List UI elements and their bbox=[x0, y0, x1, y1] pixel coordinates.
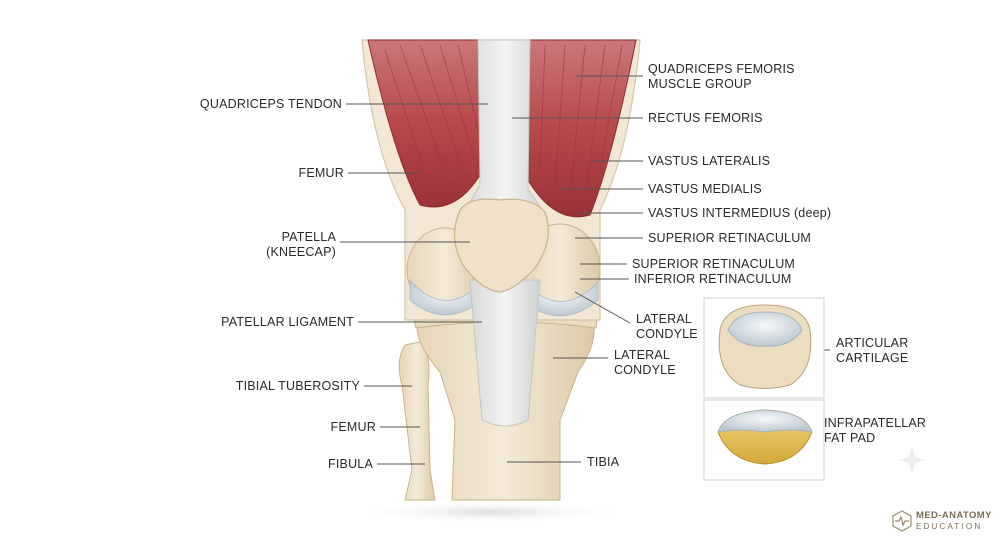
label-quadriceps-group-line1: QUADRICEPS FEMORIS bbox=[648, 62, 795, 76]
label-infrapatellar-fat-pad: INFRAPATELLAR FAT PAD bbox=[824, 416, 926, 446]
label-patella: PATELLA (KNEECAP) bbox=[200, 230, 336, 260]
label-patella-line1: PATELLA bbox=[281, 230, 336, 244]
label-articular-cartilage: ARTICULAR CARTILAGE bbox=[836, 336, 908, 366]
label-lateral-condyle-1: LATERAL CONDYLE bbox=[636, 312, 698, 342]
label-superior-retinaculum-2: SUPERIOR RETINACULUM bbox=[632, 257, 796, 271]
label-rectus-femoris: RECTUS FEMORIS bbox=[648, 111, 763, 125]
label-fat-pad-line1: INFRAPATELLAR bbox=[824, 416, 927, 430]
label-articular-cartilage-line2: CARTILAGE bbox=[836, 351, 909, 365]
label-quadriceps-group-line2: MUSCLE GROUP bbox=[648, 77, 752, 91]
inset-patella-illustration bbox=[718, 304, 812, 389]
heartbeat-hexagon-icon bbox=[892, 510, 912, 532]
muscle-fibers-lateral bbox=[539, 44, 623, 201]
leader-lines bbox=[340, 75, 830, 465]
quadriceps-muscles bbox=[367, 39, 637, 218]
logo-line2: EDUCATION bbox=[916, 522, 983, 531]
label-vastus-intermedius: VASTUS INTERMEDIUS (deep) bbox=[648, 206, 832, 220]
vastus-lateralis-muscle bbox=[527, 39, 637, 218]
ground-shadow bbox=[350, 500, 630, 524]
muscle-fibers-medial bbox=[384, 44, 479, 191]
label-femur-lower: FEMUR bbox=[330, 420, 376, 434]
lateral-condyle-cartilage bbox=[521, 278, 599, 317]
label-fat-pad-line2: FAT PAD bbox=[824, 431, 876, 445]
label-quadriceps-femoris-group: QUADRICEPS FEMORIS MUSCLE GROUP bbox=[648, 62, 795, 92]
label-tibia: TIBIA bbox=[587, 455, 620, 469]
label-quadriceps-tendon: QUADRICEPS TENDON bbox=[199, 97, 342, 111]
label-patellar-ligament: PATELLAR LIGAMENT bbox=[221, 315, 354, 329]
patellar-ligament-shape bbox=[469, 279, 541, 427]
label-vastus-lateralis: VASTUS LATERALIS bbox=[648, 154, 771, 168]
label-lateral-condyle-1-line2: CONDYLE bbox=[636, 327, 698, 341]
label-articular-cartilage-line1: ARTICULAR bbox=[836, 336, 909, 350]
patella-bone bbox=[454, 198, 549, 293]
label-lateral-condyle-2-line2: CONDYLE bbox=[614, 363, 676, 377]
fibula-bone bbox=[398, 341, 436, 501]
label-fibula: FIBULA bbox=[328, 457, 373, 471]
brand-logo: MED-ANATOMY EDUCATION bbox=[892, 508, 992, 538]
vastus-medialis-muscle bbox=[367, 39, 481, 208]
label-inferior-retinaculum: INFERIOR RETINACULUM bbox=[634, 272, 792, 286]
label-superior-retinaculum-1: SUPERIOR RETINACULUM bbox=[648, 231, 812, 245]
logo-line1: MED-ANATOMY bbox=[916, 510, 992, 521]
label-vastus-medialis: VASTUS MEDIALIS bbox=[648, 182, 762, 196]
sparkle-icon bbox=[899, 447, 925, 473]
label-lateral-condyle-1-line1: LATERAL bbox=[636, 312, 693, 326]
label-lateral-condyle-2-line1: LATERAL bbox=[614, 348, 671, 362]
label-lateral-condyle-2: LATERAL CONDYLE bbox=[614, 348, 676, 378]
label-patella-line2: (KNEECAP) bbox=[266, 245, 336, 259]
label-femur-upper: FEMUR bbox=[298, 166, 344, 180]
label-tibial-tuberosity: TIBIAL TUBEROSITY bbox=[235, 379, 360, 393]
inset-fat-pad-illustration bbox=[717, 409, 813, 465]
